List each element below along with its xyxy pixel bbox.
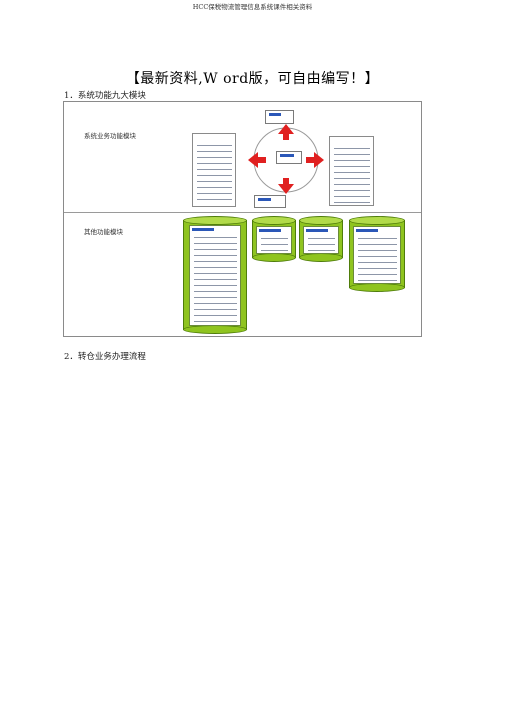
page-header: HCC保税物流管理信息系统课件相关资料 — [192, 3, 313, 11]
cycle-node-bottom — [254, 195, 286, 208]
cylinder-module-3 — [299, 216, 343, 262]
cylinder-module-4 — [349, 216, 405, 292]
row-divider — [64, 212, 421, 213]
left-tree-screenshot — [192, 133, 236, 207]
cycle-node-top — [265, 110, 294, 124]
arrow-up-icon — [278, 124, 294, 140]
row-label-business: 系统业务功能模块 — [84, 132, 136, 140]
module-diagram: 系统业务功能模块 其他功能模块 — [63, 101, 422, 337]
arrow-right-icon — [306, 152, 324, 168]
cycle-node-center — [276, 151, 302, 164]
section-heading-transfer-process: 2．转仓业务办理流程 — [64, 352, 146, 362]
arrow-left-icon — [248, 152, 266, 168]
banner-title: 【最新资料,W ord版，可自由编写！】 — [125, 71, 380, 87]
row-label-other: 其他功能模块 — [84, 228, 123, 236]
business-cycle-diagram — [248, 124, 324, 194]
tree-lines — [197, 142, 232, 204]
right-tree-screenshot — [329, 136, 374, 206]
cylinder-module-2 — [252, 216, 296, 262]
tree-lines — [334, 145, 370, 203]
section-heading-modules: 1．系统功能九大模块 — [64, 91, 146, 101]
cylinder-module-1 — [183, 216, 247, 334]
arrow-down-icon — [278, 178, 294, 194]
